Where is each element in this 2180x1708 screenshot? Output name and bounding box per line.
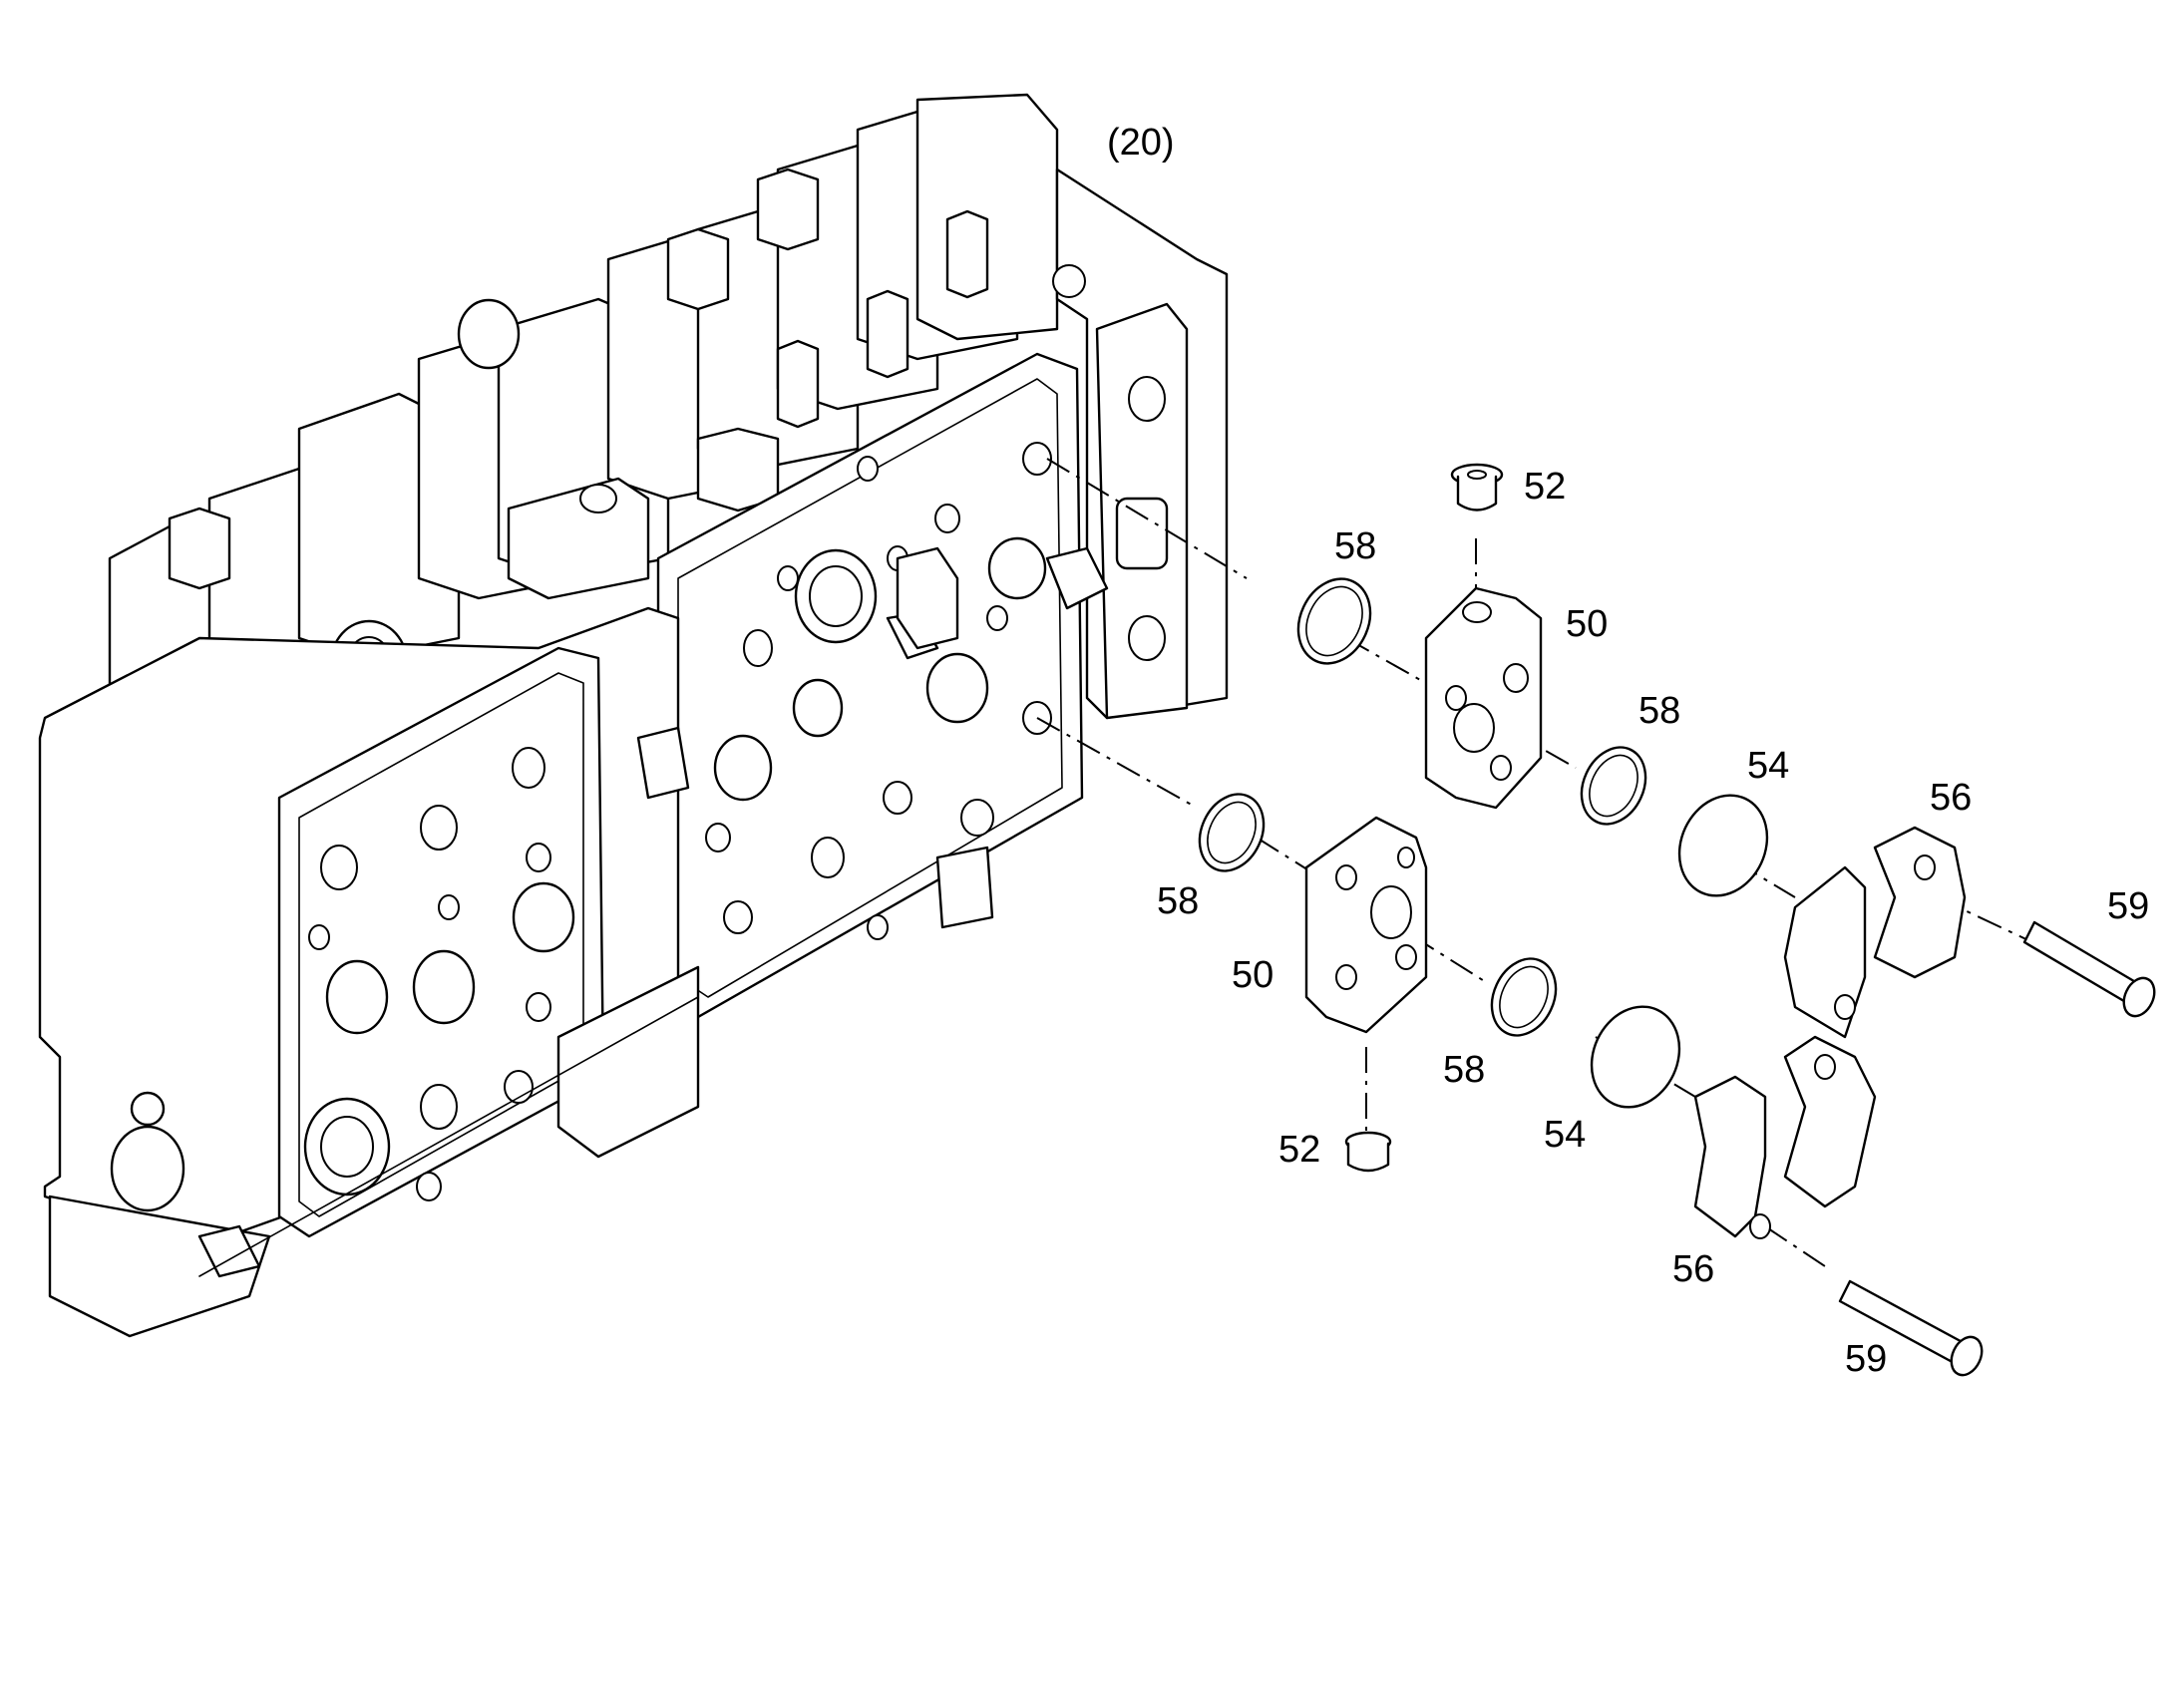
valve-caps-row xyxy=(108,93,1059,760)
exploded-parts xyxy=(1198,463,2156,1377)
seal-ring-58-lower xyxy=(1490,957,1558,1037)
control-valve-assembly xyxy=(38,93,1229,1338)
callout-58-left: 58 xyxy=(1157,880,1199,922)
plug-52-top xyxy=(1450,463,1504,512)
seal-ring-58-mid-right xyxy=(1580,746,1647,826)
split-flange-56-upper xyxy=(1783,826,1967,1039)
bolt-59-lower xyxy=(1838,1279,1984,1377)
underside-parts xyxy=(197,846,994,1278)
seal-ring-58-upper xyxy=(1296,577,1372,665)
callout-54-upper: 54 xyxy=(1747,745,1789,787)
callout-58-mid-right: 58 xyxy=(1638,690,1680,732)
callout-54-lower: 54 xyxy=(1544,1114,1586,1156)
callout-labels: (20) 52 58 50 58 54 56 59 58 50 58 54 52… xyxy=(1107,122,2149,1380)
disc-54-upper xyxy=(1677,794,1769,897)
side-fittings xyxy=(636,546,1109,800)
split-flange-56-lower xyxy=(1693,1035,1877,1239)
callout-50-lower: 50 xyxy=(1232,954,1273,996)
callout-50-upper: 50 xyxy=(1566,603,1608,645)
front-plate xyxy=(38,606,680,1338)
callout-59-lower: 59 xyxy=(1845,1338,1887,1380)
bolt-59-upper xyxy=(2022,920,2156,1018)
callout-59-upper: 59 xyxy=(2107,885,2149,927)
seal-ring-58-left xyxy=(1198,793,1266,872)
callout-52-top: 52 xyxy=(1524,466,1566,508)
assembly-reference-label: (20) xyxy=(1107,122,1175,164)
callout-56-upper: 56 xyxy=(1930,777,1972,819)
callout-52-bottom: 52 xyxy=(1278,1129,1320,1171)
flange-50-lower xyxy=(1304,816,1428,1034)
callout-56-lower: 56 xyxy=(1672,1248,1714,1290)
callout-58-lower: 58 xyxy=(1443,1049,1485,1091)
flange-50-upper xyxy=(1424,586,1543,810)
plug-52-bottom xyxy=(1344,1131,1392,1173)
disc-54-lower xyxy=(1590,1005,1681,1109)
callout-58-upper: 58 xyxy=(1334,525,1376,567)
